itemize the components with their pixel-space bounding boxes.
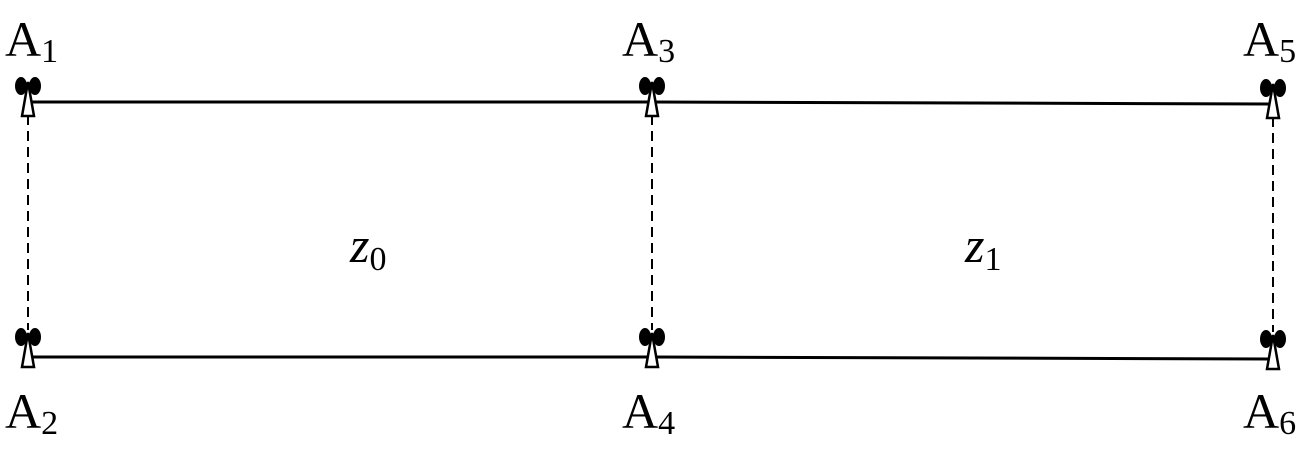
- anchor-label-a5: A5: [1243, 11, 1296, 70]
- anchor-label-a4: A4: [622, 383, 675, 442]
- zone-label-z1: z1: [964, 217, 1001, 278]
- solid-links: [28, 100, 1274, 361]
- antenna-icon: [637, 75, 667, 118]
- link-a4-a6: [651, 355, 1274, 361]
- anchor-label-a1: A1: [5, 11, 58, 70]
- antenna-icon: [1258, 77, 1288, 120]
- anchor-label-a3: A3: [622, 11, 675, 70]
- antenna-icon: [13, 326, 43, 369]
- anchor-label-a6: A6: [1243, 383, 1296, 442]
- antenna-icon: [1258, 328, 1288, 371]
- link-a3-a5: [651, 100, 1274, 106]
- anchor-label-a2: A2: [5, 383, 58, 442]
- antenna-icon: [637, 326, 667, 369]
- anchor-icons: [13, 75, 1288, 371]
- antenna-icon: [13, 75, 43, 118]
- zone-label-z0: z0: [349, 217, 386, 278]
- dashed-links: [27, 115, 1274, 332]
